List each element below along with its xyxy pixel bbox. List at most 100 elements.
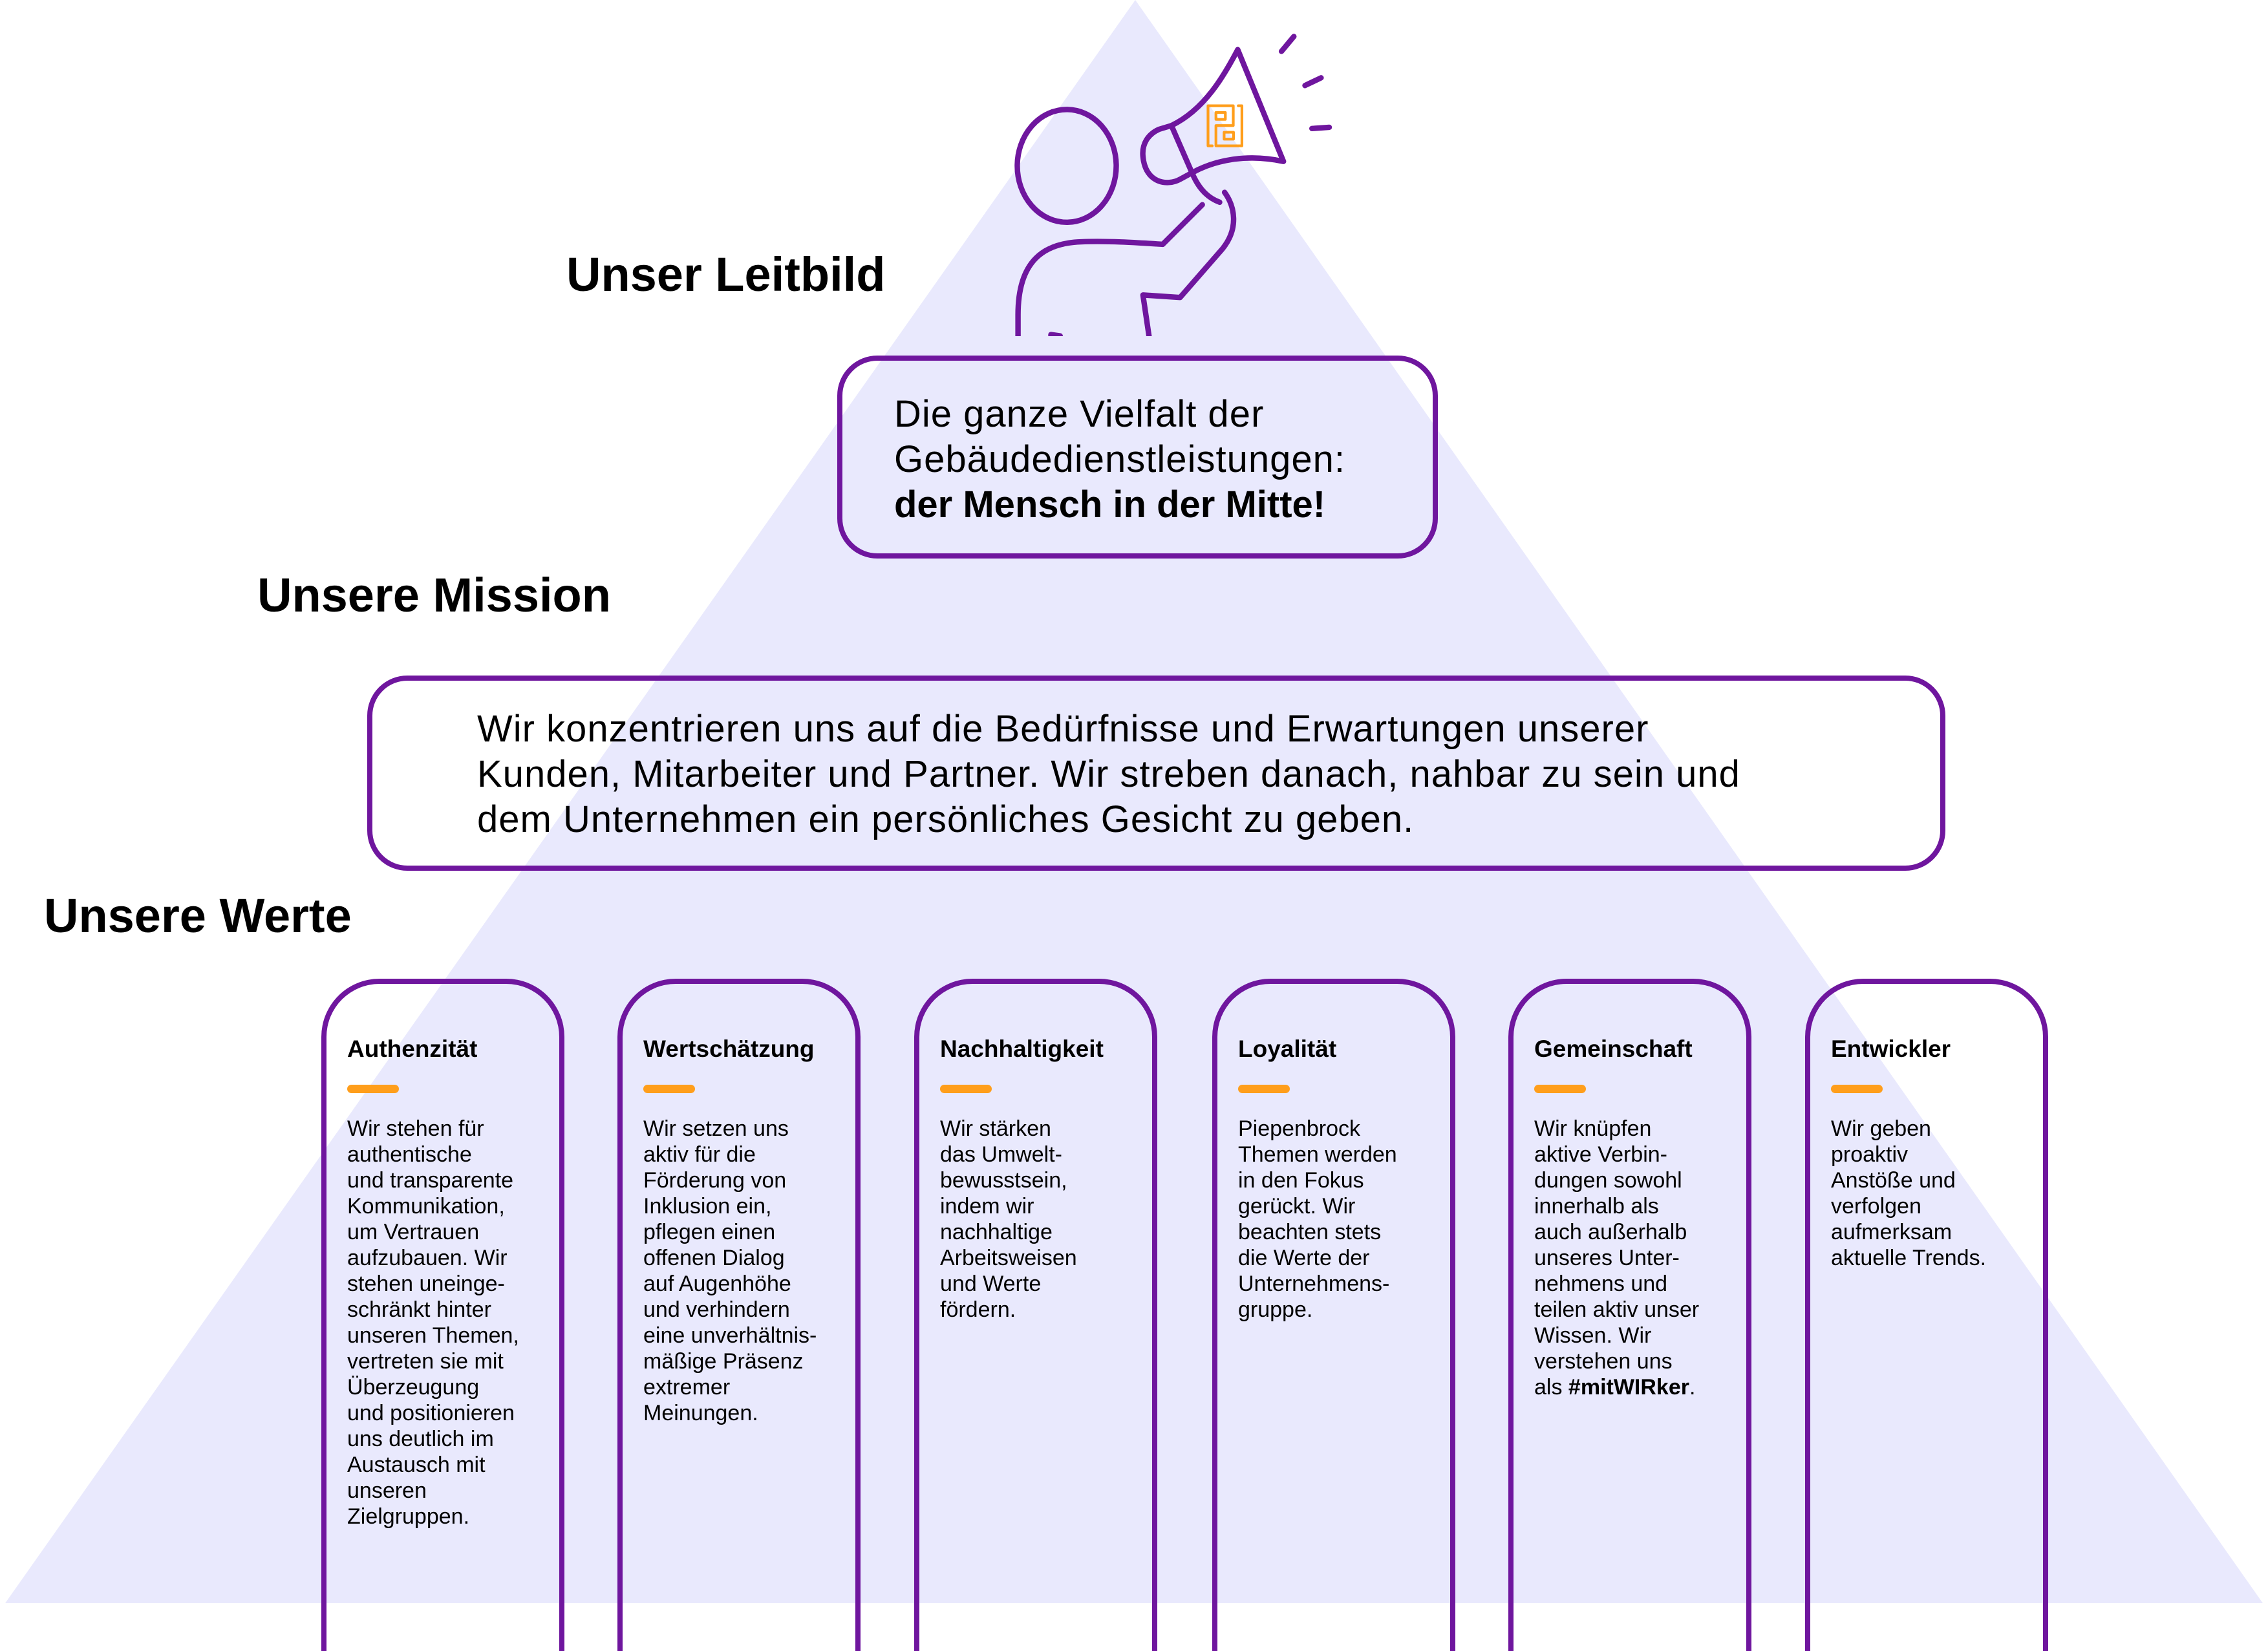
- value-card-line: offenen Dialog: [643, 1246, 785, 1270]
- value-card-line: dungen sowohl: [1534, 1168, 1682, 1193]
- value-card-line: unseren Themen,: [347, 1323, 519, 1348]
- value-card-line: um Vertrauen: [347, 1220, 480, 1244]
- value-card-line: auf Augenhöhe: [643, 1272, 791, 1296]
- value-card-line: beachten stets: [1238, 1220, 1382, 1244]
- value-card-line: authentische: [347, 1142, 472, 1167]
- accent-bar: [1238, 1085, 1290, 1093]
- mission-line: dem Unternehmen ein persönliches Gesicht…: [477, 798, 1415, 840]
- value-card-line: mäßige Präsenz: [643, 1349, 804, 1374]
- leitbild-line-bold: der Mensch in der Mitte!: [894, 484, 1326, 526]
- leitbild-line: Gebäudedienstleistungen:: [894, 438, 1345, 480]
- value-card-line: eine unverhältnis-: [643, 1323, 817, 1348]
- hashtag: #mitWIRker: [1568, 1375, 1689, 1400]
- value-card-line: teilen aktiv unser: [1534, 1297, 1700, 1322]
- value-card-line: Überzeugung: [347, 1375, 480, 1400]
- value-card-line: fördern.: [940, 1297, 1016, 1322]
- value-card-line: aufmerksam: [1831, 1220, 1952, 1244]
- leitbild-heading: Unser Leitbild: [566, 248, 886, 301]
- value-card-line: Wir stehen für: [347, 1116, 484, 1141]
- leitbild-text: Die ganze Vielfalt der Gebäudedienstleis…: [894, 392, 1345, 527]
- accent-bar: [1831, 1085, 1883, 1093]
- value-card-line: Förderung von: [643, 1168, 787, 1193]
- value-card-line: Wir setzen uns: [643, 1116, 789, 1141]
- value-card-line: aufzubauen. Wir: [347, 1246, 508, 1270]
- accent-bar: [347, 1085, 399, 1093]
- value-card-line: und verhindern: [643, 1297, 790, 1322]
- value-card-line: das Umwelt-: [940, 1142, 1062, 1167]
- leitbild-box: Die ganze Vielfalt der Gebäudedienstleis…: [837, 356, 1438, 559]
- mission-line: Wir konzentrieren uns auf die Bedürfniss…: [477, 708, 1649, 750]
- value-card-line: extremer: [643, 1375, 731, 1400]
- value-card-line: proaktiv: [1831, 1142, 1909, 1167]
- value-card-line: pflegen einen: [643, 1220, 776, 1244]
- value-card-title: Nachhaltigkeit: [940, 1036, 1104, 1062]
- value-card-line: uns deutlich im: [347, 1427, 494, 1451]
- value-card-title: Gemeinschaft: [1534, 1036, 1693, 1062]
- value-card-line: Meinungen.: [643, 1401, 758, 1425]
- value-card-line: Wissen. Wir: [1534, 1323, 1652, 1348]
- value-card-line: bewusstsein,: [940, 1168, 1067, 1193]
- megaphone-person-icon: [1014, 34, 1332, 336]
- value-card-line: innerhalb als: [1534, 1194, 1659, 1219]
- value-card-line: Themen werden: [1238, 1142, 1397, 1167]
- value-card-line: verstehen uns: [1534, 1349, 1673, 1374]
- value-card-line: indem wir: [940, 1194, 1034, 1219]
- value-card-line: nehmens und: [1534, 1272, 1668, 1296]
- value-card-line: stehen uneinge-: [347, 1272, 505, 1296]
- value-card-line: vertreten sie mit: [347, 1349, 504, 1374]
- value-card-line: Wir geben: [1831, 1116, 1931, 1141]
- value-card-line: die Werte der: [1238, 1246, 1370, 1270]
- value-card-line: Wir knüpfen: [1534, 1116, 1652, 1141]
- mission-text: Wir konzentrieren uns auf die Bedürfniss…: [477, 707, 1740, 842]
- value-card-title: Authenzität: [347, 1036, 478, 1062]
- mission-box: Wir konzentrieren uns auf die Bedürfniss…: [367, 676, 1945, 871]
- value-card-line: Wir stärken: [940, 1116, 1051, 1141]
- value-card-line: aktiv für die: [643, 1142, 756, 1167]
- company-logo-icon: [1206, 104, 1244, 147]
- value-card-line: Kommunikation,: [347, 1194, 505, 1219]
- value-card-title: Entwickler: [1831, 1036, 1951, 1062]
- value-card-title: Loyalität: [1238, 1036, 1337, 1062]
- value-card-title: Wertschätzung: [643, 1036, 815, 1062]
- value-card-line: Arbeitsweisen: [940, 1246, 1077, 1270]
- value-card-line: Zielgruppen.: [347, 1504, 470, 1529]
- accent-bar: [643, 1085, 695, 1093]
- value-card-line: Piepenbrock: [1238, 1116, 1361, 1141]
- value-card-line: Inklusion ein,: [643, 1194, 772, 1219]
- accent-bar: [1534, 1085, 1586, 1093]
- value-card-line: aktuelle Trends.: [1831, 1246, 1987, 1270]
- value-card-line: auch außerhalb: [1534, 1220, 1687, 1244]
- value-card-line: verfolgen: [1831, 1194, 1921, 1219]
- value-card-line: und Werte: [940, 1272, 1042, 1296]
- value-card-line: gruppe.: [1238, 1297, 1313, 1322]
- value-card-line: Anstöße und: [1831, 1168, 1956, 1193]
- value-card-line: und positionieren: [347, 1401, 515, 1425]
- value-card-line: und transparente: [347, 1168, 514, 1193]
- pyramid-background: [5, 0, 2263, 1603]
- value-card-line: in den Fokus: [1238, 1168, 1364, 1193]
- value-card-line: unseres Unter-: [1534, 1246, 1680, 1270]
- value-card-line: Unternehmens-: [1238, 1272, 1390, 1296]
- value-card-line: als #mitWIRker.: [1534, 1375, 1696, 1400]
- value-card-line: aktive Verbin-: [1534, 1142, 1667, 1167]
- value-card-line: nachhaltige: [940, 1220, 1053, 1244]
- value-card-line: unseren: [347, 1478, 427, 1503]
- value-card-line: gerückt. Wir: [1238, 1194, 1356, 1219]
- mission-line: Kunden, Mitarbeiter und Partner. Wir str…: [477, 753, 1740, 795]
- value-card-line: Austausch mit: [347, 1453, 486, 1477]
- value-card-line: schränkt hinter: [347, 1297, 491, 1322]
- leitbild-line: Die ganze Vielfalt der: [894, 393, 1265, 435]
- accent-bar: [940, 1085, 992, 1093]
